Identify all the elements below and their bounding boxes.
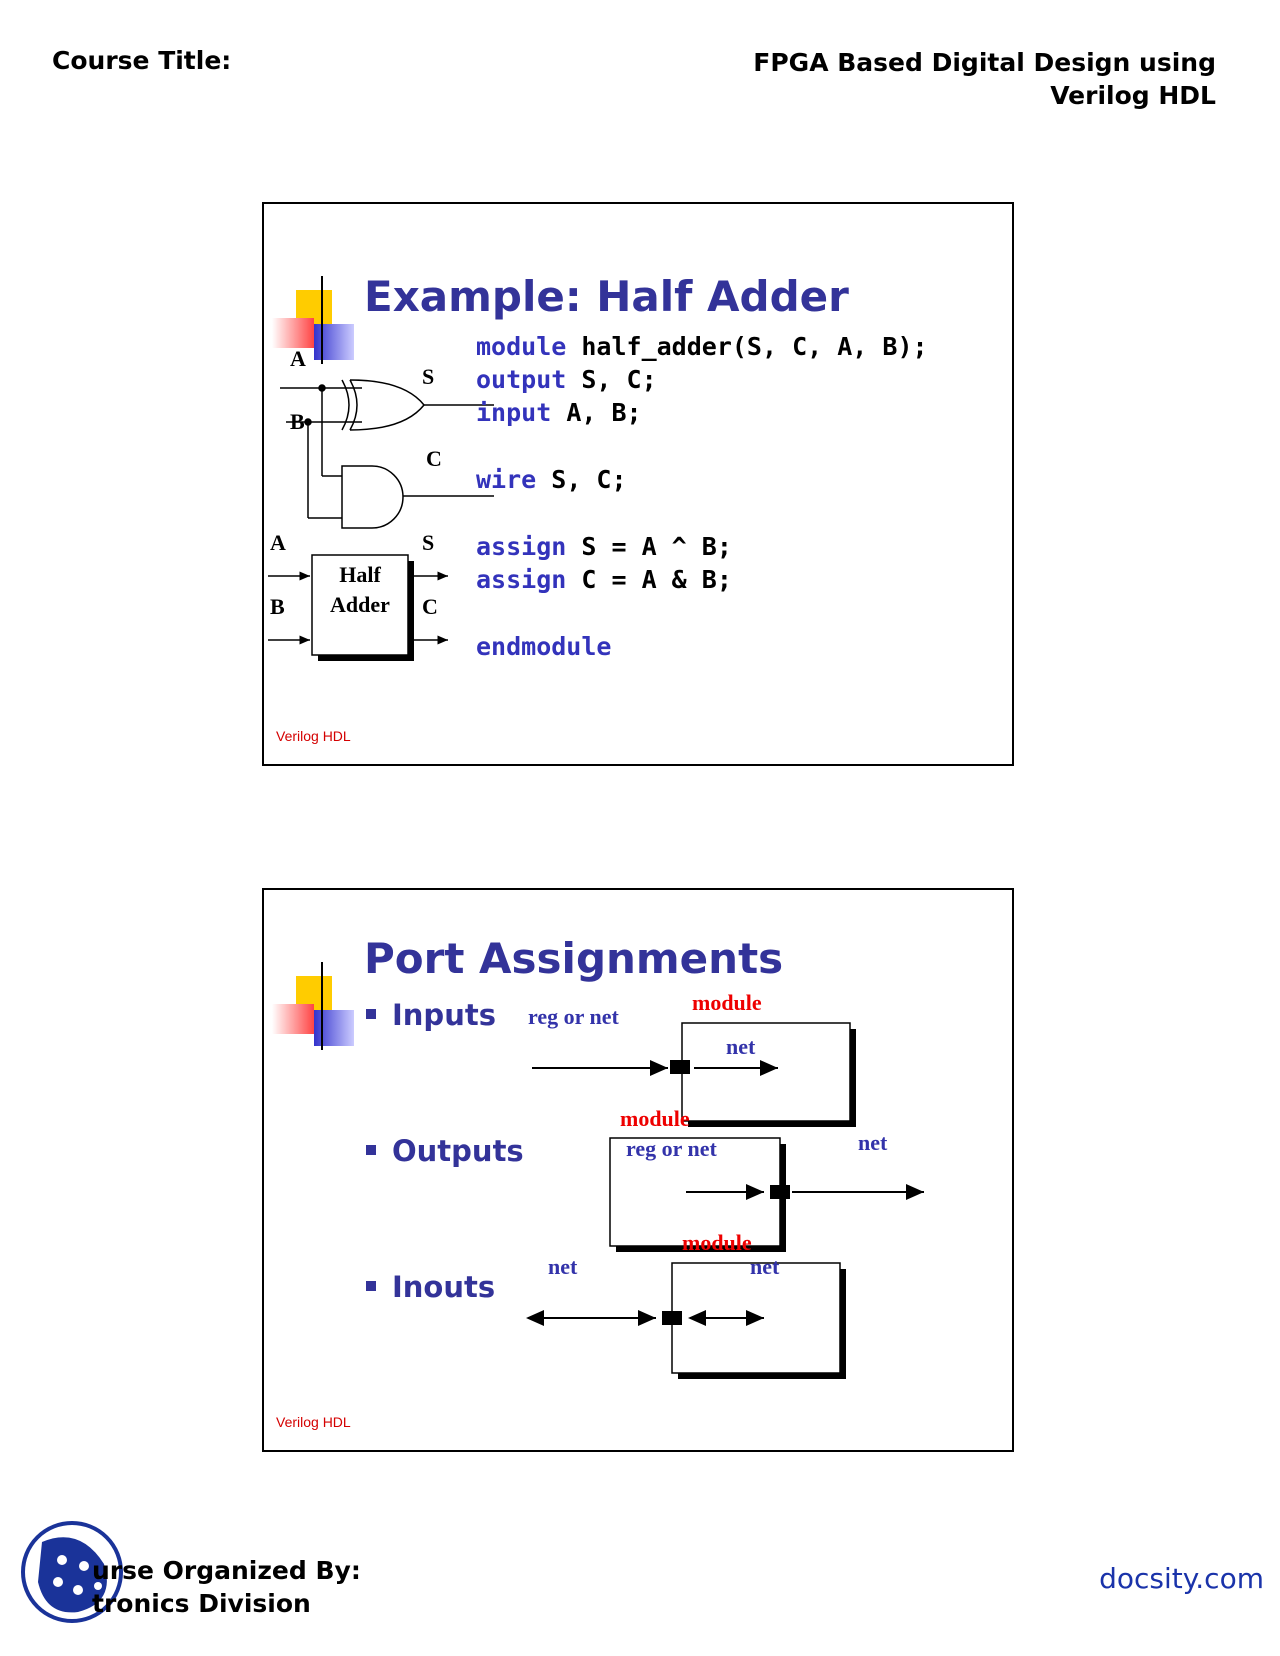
bullet-text: Inouts [392,1270,496,1304]
code-keyword: module [476,332,567,361]
code-text: S = A ^ B; [566,532,732,561]
code-line-1: module half_adder(S, C, A, B); [476,332,928,361]
block-label-s: S [422,530,435,555]
code-keyword: output [476,365,567,394]
university-logo-icon [21,1521,123,1623]
block-label-a: A [270,530,286,555]
half-adder-block-diagram [268,554,448,661]
code-line-6: assign C = A & B; [476,565,732,594]
circuit-label-b: B [290,409,305,434]
inouts-module-label: module [682,1230,752,1255]
inputs-port-diagram [532,1022,856,1127]
half-adder-block-label: Half Adder [312,560,408,620]
slide-footer-label: Verilog HDL [276,728,351,744]
bullet-square-icon [366,1009,376,1019]
block-line2: Adder [330,592,390,617]
inputs-inner-label: net [726,1034,756,1059]
block-line1: Half [339,562,381,587]
code-line-2: output S, C; [476,365,657,394]
circuit-label-s: S [422,364,435,389]
outputs-outer-label: net [858,1130,888,1155]
slide1-graphics [268,276,924,661]
bullet-square-icon [366,1145,376,1155]
code-text: S, C; [536,465,627,494]
bullet-outputs: Outputs [366,1134,524,1168]
organizer-text: urse Organized By: tronics Division [92,1554,361,1620]
code-line-4: wire S, C; [476,465,627,494]
slide-half-adder: Example: Half Adder A B S C A B S C Half… [262,202,1014,766]
gate-circuit-diagram [280,379,494,529]
code-keyword: input [476,398,552,427]
code-text: C = A & B; [566,565,732,594]
outputs-inner-label: reg or net [626,1136,717,1161]
course-title-value: FPGA Based Digital Design using Verilog … [516,46,1216,112]
code-text: S, C; [566,365,657,394]
block-label-b: B [270,594,285,619]
code-text: A, B; [551,398,642,427]
inouts-inner-label: net [750,1254,780,1279]
bullet-inputs: Inputs [366,998,496,1032]
code-keyword: wire [476,465,537,494]
code-line-3: input A, B; [476,398,642,427]
outputs-port-diagram [609,1137,924,1252]
slide-footer-label: Verilog HDL [276,1414,351,1430]
slide-decoration-icon [272,276,924,364]
bullet-square-icon [366,1281,376,1291]
bullet-inouts: Inouts [366,1270,495,1304]
slide-title: Example: Half Adder [364,272,849,321]
course-title-line2: Verilog HDL [1050,81,1216,110]
course-title-line1: FPGA Based Digital Design using [753,48,1216,77]
inputs-outer-label: reg or net [528,1004,619,1029]
inouts-outer-label: net [548,1254,578,1279]
organizer-line2: tronics Division [92,1589,311,1618]
code-line-5: assign S = A ^ B; [476,532,732,561]
circuit-label-c: C [426,446,442,471]
slide2-graphics [272,962,924,1379]
organizer-line1: urse Organized By: [92,1556,361,1585]
slide-port-assignments: Port Assignments Inputs Outputs Inouts r… [262,888,1014,1452]
code-keyword: endmodule [476,632,612,661]
outputs-module-label: module [620,1106,690,1131]
circuit-label-a: A [290,346,306,371]
bullet-text: Inputs [392,998,496,1032]
code-text: half_adder(S, C, A, B); [566,332,928,361]
inputs-module-label: module [692,990,762,1015]
bullet-text: Outputs [392,1134,524,1168]
code-line-7: endmodule [476,632,611,661]
inouts-port-diagram [526,1262,846,1379]
code-keyword: assign [476,565,567,594]
slide-title: Port Assignments [364,934,784,983]
block-label-c: C [422,594,438,619]
docsity-brand-link[interactable]: docsity.com [1099,1562,1264,1595]
code-keyword: assign [476,532,567,561]
course-title-label: Course Title: [52,46,232,75]
